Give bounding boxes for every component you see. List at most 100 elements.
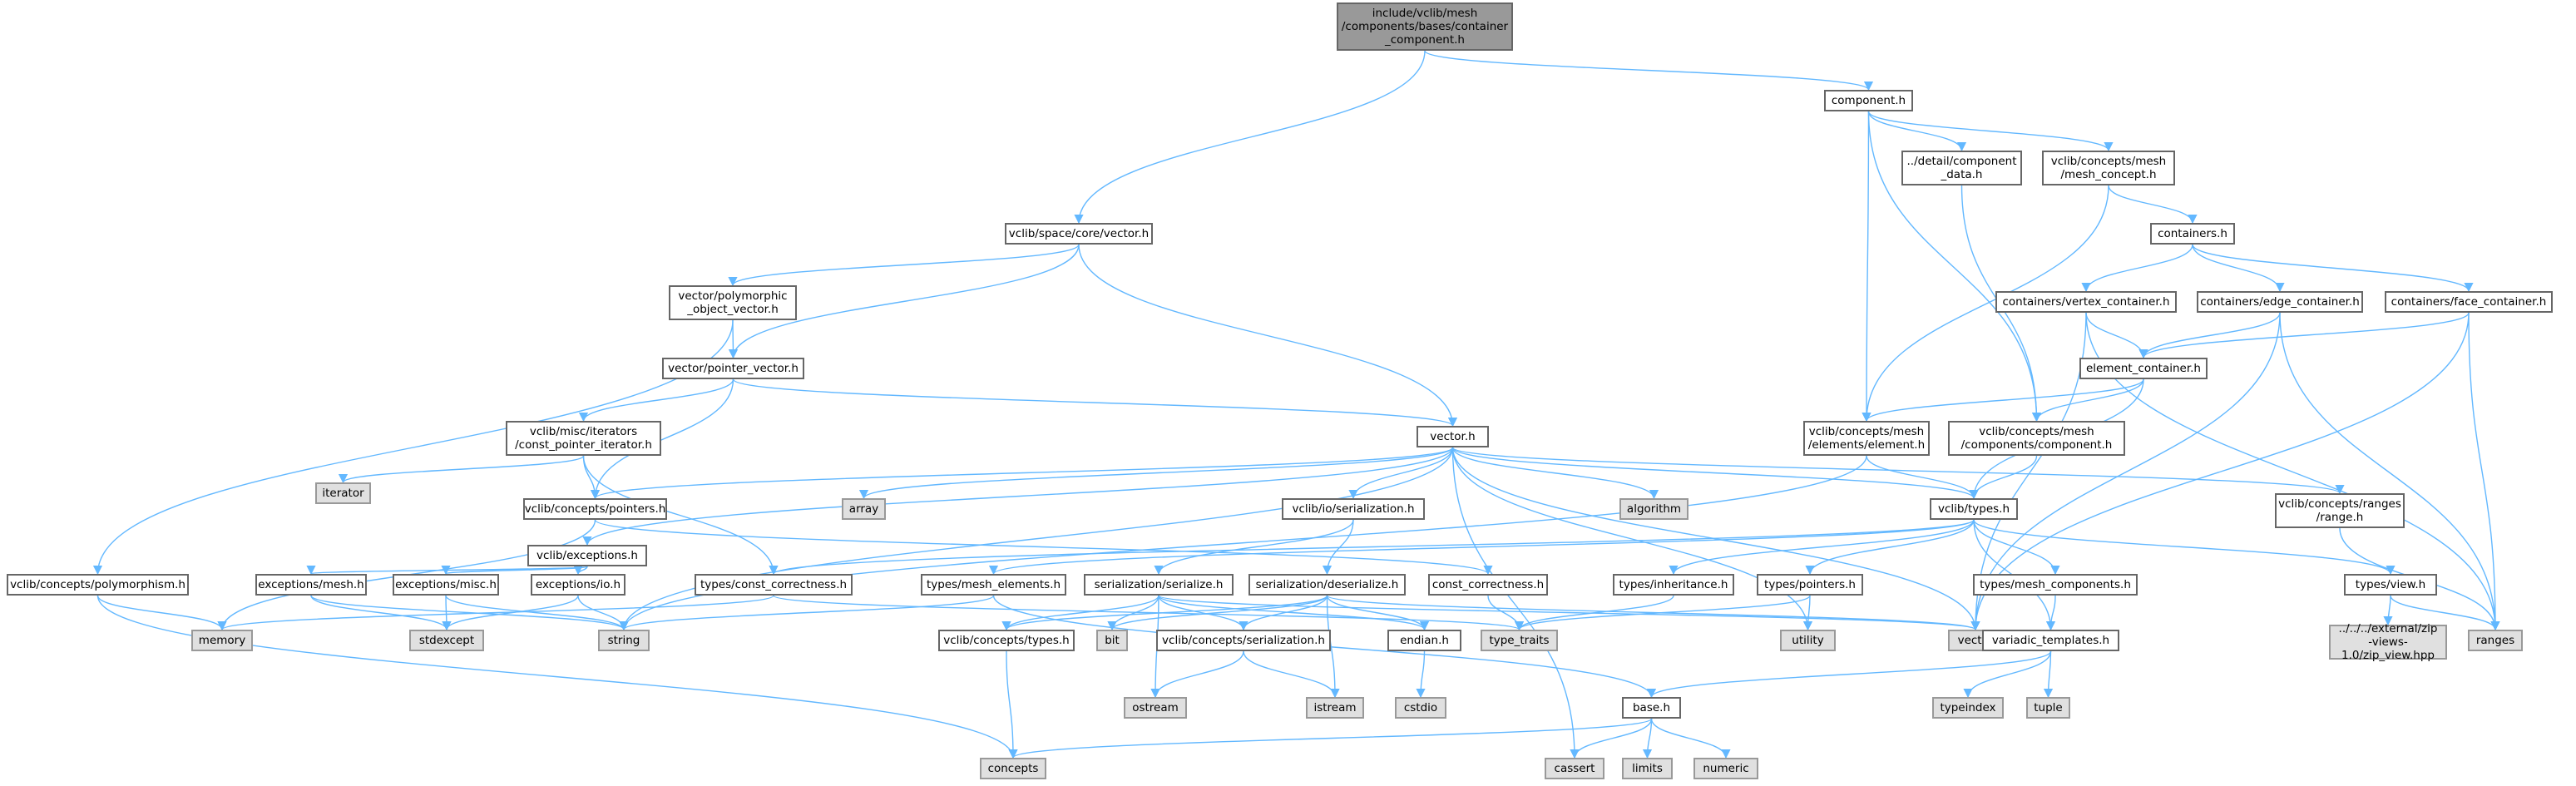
- node-string[interactable]: string: [598, 630, 650, 651]
- edge-edge_container-to-vector_std: [1970, 312, 2281, 631]
- node-serialization-serialize-h[interactable]: serialization/serialize.h: [1084, 574, 1234, 596]
- node-array[interactable]: array: [842, 498, 886, 520]
- edge-vclib_types-to-types_inheritance: [1669, 519, 1975, 576]
- edge-vector_h-to-vclib_exceptions: [582, 447, 1454, 546]
- node-stdexcept[interactable]: stdexcept: [409, 630, 484, 651]
- node-bit[interactable]: bit: [1096, 630, 1128, 651]
- edge-edge_container-to-ranges_std: [2279, 312, 2500, 631]
- node-istream[interactable]: istream: [1306, 697, 1364, 719]
- node-tuple[interactable]: tuple: [2026, 697, 2070, 719]
- edge-concepts_polymorphism-to-memory: [96, 595, 227, 631]
- edge-vector_h-to-string: [619, 447, 1454, 631]
- node-concepts-ranges-range-h[interactable]: vclib/concepts/ranges /range.h: [2275, 493, 2405, 528]
- node-ostream[interactable]: ostream: [1124, 697, 1187, 719]
- node-vertex-container-h[interactable]: containers/vertex_container.h: [1995, 291, 2177, 313]
- node-types-view-h[interactable]: types/view.h: [2344, 574, 2437, 596]
- edge-element_container-to-mesh_elements_element: [1862, 378, 2144, 423]
- edge-concepts_pointers-to-const_correctness: [594, 519, 1493, 576]
- node-mesh-components-component-h[interactable]: vclib/concepts/mesh /components/componen…: [1948, 421, 2125, 456]
- node-containers-h[interactable]: containers.h: [2150, 223, 2235, 245]
- node-concepts-types-h[interactable]: vclib/concepts/types.h: [938, 630, 1075, 651]
- node-concepts-pointers-h[interactable]: vclib/concepts/pointers.h: [523, 498, 667, 520]
- edge-endian_h-to-cstdio: [1416, 650, 1426, 699]
- node-types-mesh-components-h[interactable]: types/mesh_components.h: [1973, 574, 2138, 596]
- edge-concepts_types-to-concepts_std: [1006, 650, 1018, 759]
- edge-vector_h-to-algorithm: [1451, 447, 1659, 500]
- edge-vector_h-to-array: [859, 447, 1454, 500]
- edge-vector_h-to-concepts_pointers: [591, 447, 1454, 500]
- node-numeric[interactable]: numeric: [1693, 758, 1758, 779]
- node-exceptions-io-h[interactable]: exceptions/io.h: [531, 574, 625, 596]
- node-types-inheritance-h[interactable]: types/inheritance.h: [1613, 574, 1734, 596]
- node-detail-component-data-h[interactable]: ../detail/component _data.h: [1901, 151, 2022, 185]
- node-serialization-deserialize-h[interactable]: serialization/deserialize.h: [1248, 574, 1406, 596]
- node-polymorphic-object-vector-h[interactable]: vector/polymorphic _object_vector.h: [669, 285, 797, 320]
- node-base-h[interactable]: base.h: [1622, 697, 1681, 719]
- node-variadic-templates-h[interactable]: variadic_templates.h: [1982, 630, 2119, 651]
- node-vclib-types-h[interactable]: vclib/types.h: [1930, 498, 2018, 520]
- node-io-serialization-h[interactable]: vclib/io/serialization.h: [1282, 498, 1425, 520]
- node-const-correctness-h[interactable]: const_correctness.h: [1428, 574, 1548, 596]
- edge-vector_h-to-cassert: [1451, 447, 1580, 759]
- node-vector-h[interactable]: vector.h: [1417, 426, 1489, 447]
- node-concepts-serialization-h[interactable]: vclib/concepts/serialization.h: [1156, 630, 1331, 651]
- node-utility[interactable]: utility: [1780, 630, 1836, 651]
- edge-exceptions_misc-to-stdexcept: [442, 595, 452, 631]
- node-exceptions-misc-h[interactable]: exceptions/misc.h: [393, 574, 499, 596]
- node-exceptions-mesh-h[interactable]: exceptions/mesh.h: [255, 574, 367, 596]
- edge-containers_h-to-vertex_container: [2081, 244, 2193, 293]
- edge-serialization_deserialize-to-bit: [1107, 595, 1328, 631]
- edge-mesh_components_component-to-vclib_types: [1969, 455, 2038, 500]
- edge-vector_h-to-io_serialization: [1348, 447, 1454, 500]
- node-type-traits[interactable]: type_traits: [1481, 630, 1558, 651]
- node-iterator[interactable]: iterator: [315, 482, 371, 504]
- edge-types_inheritance-to-type_traits: [1514, 595, 1674, 631]
- edge-mesh_elements_element-to-string: [619, 455, 1867, 631]
- node-zip-view-hpp[interactable]: ../../../external/zip -views-1.0/zip_vie…: [2329, 622, 2447, 662]
- node-const-pointer-iterator-h[interactable]: vclib/misc/iterators /const_pointer_iter…: [506, 421, 661, 456]
- node-vclib-space-core-vector-h[interactable]: vclib/space/core/vector.h: [1005, 223, 1153, 245]
- edge-vclib_types-to-types_view: [1973, 519, 2396, 576]
- edge-vector_h-to-utility: [1451, 447, 1813, 631]
- edge-face_container-to-element_container: [2138, 312, 2470, 359]
- node-root-container-component[interactable]: include/vclib/mesh /components/bases/con…: [1337, 2, 1513, 51]
- node-algorithm[interactable]: algorithm: [1619, 498, 1688, 520]
- edge-pointer_vector-to-const_pointer_iterator: [578, 378, 734, 423]
- node-component-h[interactable]: component.h: [1824, 90, 1913, 111]
- edge-vector_space-to-pointer_vector: [728, 244, 1080, 359]
- node-types-pointers-h[interactable]: types/pointers.h: [1757, 574, 1863, 596]
- edge-exceptions_misc-to-string: [445, 595, 629, 631]
- node-types-mesh-elements-h[interactable]: types/mesh_elements.h: [921, 574, 1066, 596]
- edge-base_h-to-concepts_std: [1008, 718, 1653, 759]
- edge-serialization_serialize-to-endian_h: [1158, 595, 1429, 631]
- edge-vector_space-to-vector_h: [1078, 244, 1458, 428]
- node-cstdio[interactable]: cstdio: [1395, 697, 1446, 719]
- edge-mesh_concept-to-mesh_elements_element: [1862, 185, 2109, 423]
- edge-mesh_concept-to-containers_h: [2108, 185, 2198, 225]
- node-types-const-correctness-h[interactable]: types/const_correctness.h: [695, 574, 853, 596]
- node-memory[interactable]: memory: [191, 630, 253, 651]
- node-face-container-h[interactable]: containers/face_container.h: [2385, 291, 2553, 313]
- node-mesh-concept-h[interactable]: vclib/concepts/mesh /mesh_concept.h: [2042, 151, 2175, 185]
- node-element-container-h[interactable]: element_container.h: [2079, 358, 2208, 379]
- edge-serialization_serialize-to-vector_std: [1158, 595, 1980, 631]
- edge-types_pointers-to-type_traits: [1515, 595, 1811, 631]
- node-concepts-std[interactable]: concepts: [980, 758, 1046, 779]
- node-mesh-elements-element-h[interactable]: vclib/concepts/mesh /elements/element.h: [1803, 421, 1930, 456]
- node-vclib-exceptions-h[interactable]: vclib/exceptions.h: [527, 545, 647, 566]
- edge-vclib_types-to-types_mesh_components: [1973, 519, 2060, 576]
- node-cassert[interactable]: cassert: [1545, 758, 1604, 779]
- node-concepts-polymorphism-h[interactable]: vclib/concepts/polymorphism.h: [7, 574, 189, 596]
- node-typeindex[interactable]: typeindex: [1932, 697, 2004, 719]
- node-pointer-vector-h[interactable]: vector/pointer_vector.h: [662, 358, 804, 379]
- node-limits[interactable]: limits: [1622, 758, 1673, 779]
- node-edge-container-h[interactable]: containers/edge_container.h: [2197, 291, 2363, 313]
- edge-component_h-to-mesh_components_component: [1867, 111, 2042, 423]
- node-endian-h[interactable]: endian.h: [1387, 630, 1461, 651]
- edge-variadic_templates-to-typeindex: [1963, 650, 2052, 699]
- edge-face_container-to-ranges_std: [2468, 312, 2500, 631]
- edge-concepts_serialization-to-istream: [1243, 650, 1340, 699]
- node-ranges-std[interactable]: ranges: [2468, 630, 2523, 651]
